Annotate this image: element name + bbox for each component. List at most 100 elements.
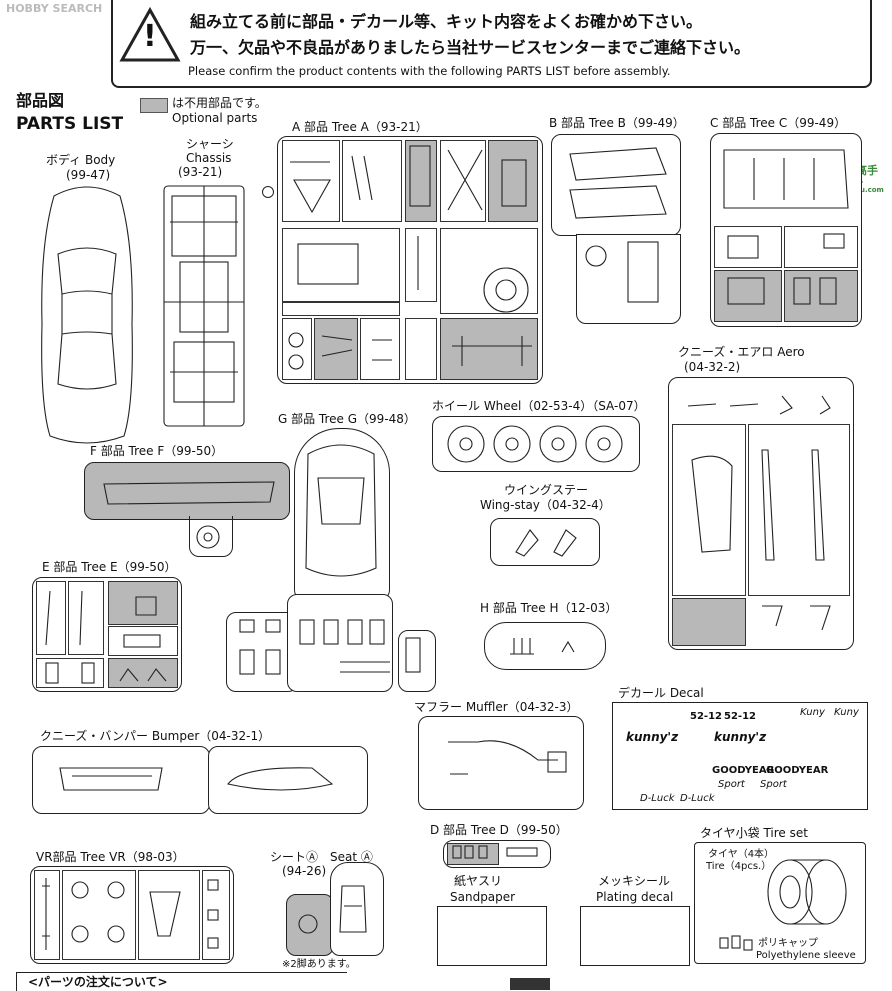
- wingstay-label-ja: ウイングステー: [504, 483, 589, 497]
- tree-d-label: D 部品 Tree D（99-50）: [430, 823, 568, 837]
- legend-en: Optional parts: [172, 111, 258, 125]
- plating-label-en: Plating decal: [596, 890, 674, 904]
- tree-c-cell-optional: [714, 270, 782, 322]
- tree-g-small-parts: [239, 619, 421, 675]
- wheel-frame: [432, 416, 640, 472]
- tree-vr-cell: [138, 870, 200, 960]
- muffler-label: マフラー Muffler（04-32-3）: [414, 700, 579, 714]
- tree-vr-label: VR部品 Tree VR（98-03）: [36, 850, 185, 864]
- footer-dark-tab: [510, 978, 550, 990]
- tree-a-cell: [360, 318, 400, 380]
- decal-label: デカール Decal: [618, 686, 704, 700]
- tree-e-parts: [45, 590, 167, 684]
- tree-a-label: A 部品 Tree A（93-21）: [292, 120, 428, 134]
- muffler-frame: [418, 716, 584, 810]
- seat-note: ※2脚あります。: [282, 959, 356, 970]
- decal-text: 52-12: [690, 711, 722, 722]
- tree-e-cell: [108, 626, 178, 656]
- tree-d-parts: [452, 845, 538, 859]
- aero-parts: [687, 395, 831, 631]
- chassis-label-en: Chassis: [186, 151, 232, 165]
- muffler-parts: [448, 740, 567, 775]
- aero-cell: [748, 424, 850, 596]
- header-line-3: Please confirm the product contents with…: [188, 64, 671, 78]
- tree-vr-parts: [42, 878, 219, 950]
- seat-label: シートⒶ Seat Ⓐ: [270, 850, 373, 864]
- sleeve-label-en: Polyethylene sleeve: [756, 950, 856, 961]
- tree-a-cell: [440, 228, 538, 314]
- plating-sheet: [580, 906, 690, 966]
- seat-frame-left: [286, 894, 334, 956]
- decal-text: Sport: [760, 779, 787, 790]
- watermark-left: HOBBY SEARCH: [6, 2, 103, 15]
- tree-g-parts: [305, 444, 377, 577]
- aero-code: (04-32-2): [684, 360, 741, 374]
- header-box: [111, 0, 872, 88]
- aero-cell-optional: [672, 598, 746, 646]
- bumper-label: クニーズ・バンパー Bumper（04-32-1）: [40, 729, 271, 743]
- tree-h-parts: [510, 638, 575, 655]
- tire-label-ja: タイヤ（4本）: [708, 849, 775, 860]
- wingstay-label-en: Wing-stay（04-32-4）: [480, 498, 611, 512]
- tree-a-cell: [282, 228, 400, 302]
- decal-sheet: [612, 702, 868, 810]
- body-label: ボディ Body: [46, 153, 116, 167]
- sleeve-label-ja: ポリキャップ: [758, 938, 818, 949]
- tree-b-parts: [569, 147, 667, 303]
- tree-b-label: B 部品 Tree B（99-49）: [549, 116, 685, 130]
- header-line-2: 万一、欠品や不良品がありましたら当社サービスセンターまでご連絡下さい。: [190, 38, 751, 57]
- bumper-frame-right: [208, 746, 368, 814]
- tree-c-cell-optional: [784, 270, 858, 322]
- decal-text: kunny'z: [626, 730, 679, 744]
- tree-e-cell-optional: [108, 581, 178, 625]
- warning-icon: [119, 6, 181, 62]
- sandpaper-label-ja: 紙ヤスリ: [454, 874, 503, 888]
- tree-g-frame-right: [398, 630, 436, 692]
- seat-frame-right: [330, 862, 384, 956]
- tree-c-cell: [784, 226, 858, 268]
- tree-a-cell: [282, 140, 340, 222]
- aero-cell: [672, 424, 746, 596]
- chassis-part-number: [262, 186, 274, 198]
- body-code: (99-47): [66, 168, 111, 182]
- wheel-label: ホイール Wheel（02-53-4）（SA-07）: [432, 399, 646, 413]
- sleeve-drawing: [719, 935, 753, 951]
- seat-code: (94-26): [282, 864, 327, 878]
- tireset-label: タイヤ小袋 Tire set: [700, 826, 808, 840]
- tireset-bag: [694, 842, 866, 964]
- tree-f-frame: [84, 462, 290, 520]
- aero-label: クニーズ・エアロ Aero: [678, 345, 805, 359]
- decal-text: 52-12: [724, 711, 756, 722]
- tree-vr-cell: [34, 870, 60, 960]
- chassis-code: (93-21): [178, 165, 223, 179]
- tree-a-cell-optional: [314, 318, 358, 380]
- tree-a-cell: [405, 318, 437, 380]
- tree-a-cell: [405, 228, 437, 302]
- seat-parts: [298, 885, 367, 934]
- wheel-parts: [447, 425, 623, 463]
- tree-c-parts: [723, 149, 849, 305]
- tree-a-cell-optional: [488, 140, 538, 222]
- decal-text: kunny'z: [714, 730, 767, 744]
- tree-f-label: F 部品 Tree F（99-50）: [90, 444, 224, 458]
- footer-box-left: [16, 972, 347, 991]
- body-drawing: [41, 186, 133, 444]
- parts-list-title-ja: 部品図: [16, 91, 65, 110]
- tree-a-cell: [440, 140, 486, 222]
- sandpaper-label-en: Sandpaper: [450, 890, 516, 904]
- tree-a-cell: [282, 302, 400, 316]
- tree-e-cell: [68, 581, 104, 655]
- decal-text: Sport: [718, 779, 745, 790]
- tree-f-parts: [103, 481, 275, 549]
- plating-label-ja: メッキシール: [598, 874, 671, 888]
- chassis-label-ja: シャーシ: [186, 137, 234, 151]
- parts-list-title-en: PARTS LIST: [16, 114, 124, 134]
- tree-c-cell: [714, 226, 782, 268]
- decal-text: Kuny: [800, 707, 825, 718]
- tree-e-cell-optional: [108, 658, 178, 688]
- chassis-drawing: [163, 185, 245, 427]
- tree-a-cell: [342, 140, 402, 222]
- decal-text: Kuny: [834, 707, 859, 718]
- bumper-parts: [59, 767, 334, 791]
- wingstay-frame: [490, 518, 600, 566]
